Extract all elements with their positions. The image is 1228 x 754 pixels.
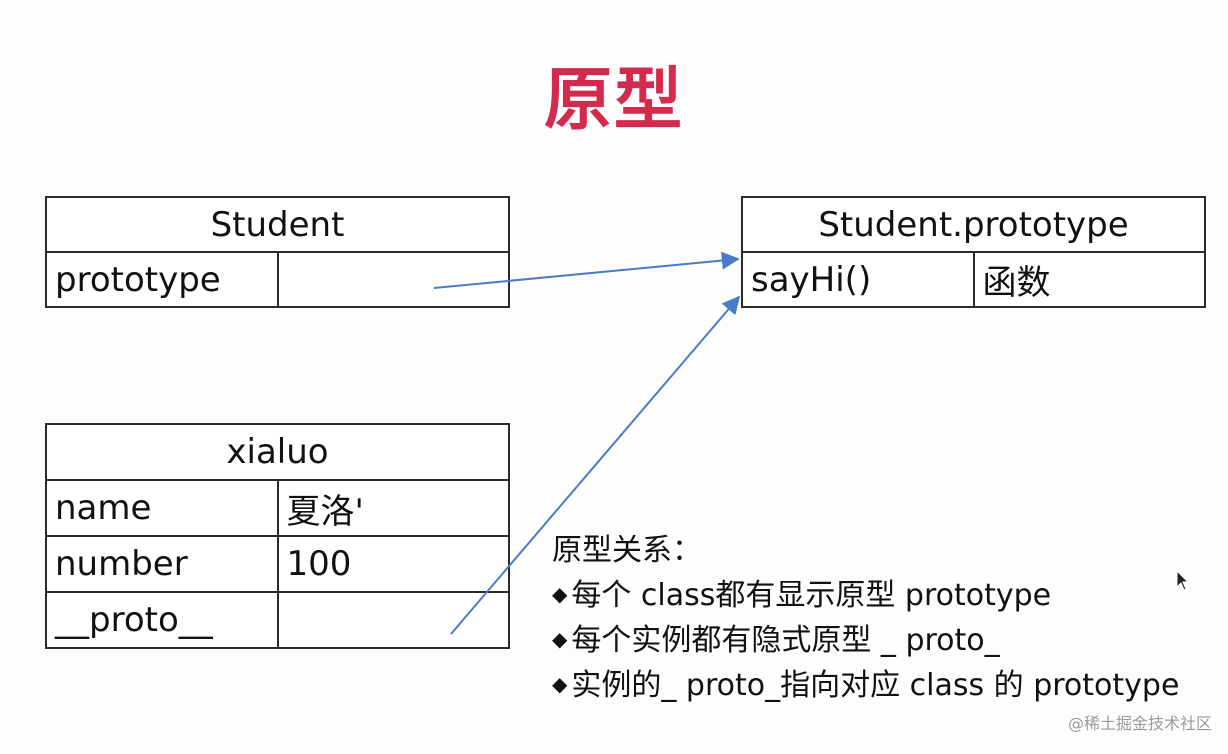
- notes-item-text: 每个 class都有显示原型 prototype: [571, 578, 1052, 613]
- notes-item-text: 每个实例都有隐式原型 _ proto_: [571, 623, 1000, 658]
- mouse-cursor-icon: [1176, 570, 1190, 591]
- prototype-arrow: [433, 251, 740, 289]
- student-prototype-key: prototype: [45, 251, 279, 308]
- instance-proto-key: __proto__: [45, 591, 279, 649]
- student-prototype-value: [276, 251, 510, 308]
- student-box-header: Student: [45, 196, 510, 253]
- notes-item-text: 实例的_ proto_指向对应 class 的 prototype: [571, 668, 1180, 703]
- prototype-box-header: Student.prototype: [741, 196, 1206, 253]
- instance-number-key: number: [45, 535, 279, 593]
- diamond-bullet-icon: ◆: [552, 582, 568, 606]
- instance-box-header: xialuo: [45, 423, 510, 481]
- notes-heading: 原型关系：: [552, 533, 702, 568]
- instance-number-value: 100: [276, 535, 510, 593]
- instance-proto-value: [276, 591, 510, 649]
- prototype-method-key: sayHi(): [741, 251, 975, 308]
- notes-item: ◆每个 class都有显示原型 prototype: [552, 573, 1179, 618]
- diamond-bullet-icon: ◆: [552, 627, 568, 651]
- prototype-method-value: 函数: [972, 251, 1206, 308]
- instance-box: xialuo name 夏洛' number 100 __proto__: [45, 423, 510, 649]
- instance-name-key: name: [45, 479, 279, 537]
- instance-name-value: 夏洛': [276, 479, 510, 537]
- page-title: 原型: [543, 61, 684, 140]
- prototype-object-box: Student.prototype sayHi() 函数: [741, 196, 1206, 308]
- proto-link-arrow: [450, 295, 741, 635]
- watermark: @稀土掘金技术社区: [1067, 714, 1212, 733]
- diamond-bullet-icon: ◆: [552, 672, 568, 696]
- student-class-box: Student prototype: [45, 196, 510, 308]
- notes-item: ◆每个实例都有隐式原型 _ proto_: [552, 618, 1179, 663]
- notes-item: ◆实例的_ proto_指向对应 class 的 prototype: [552, 663, 1179, 708]
- notes-block: 原型关系： ◆每个 class都有显示原型 prototype ◆每个实例都有隐…: [552, 528, 1179, 708]
